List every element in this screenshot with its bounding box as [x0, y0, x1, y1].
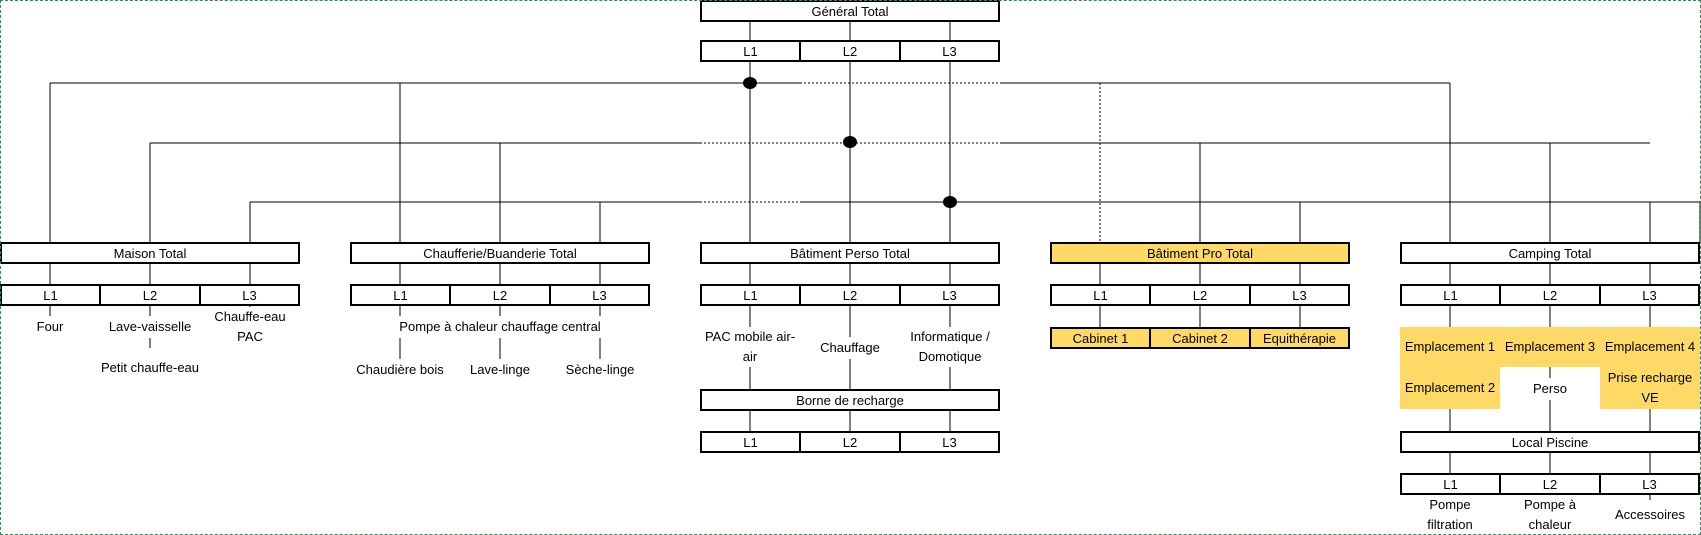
phase-label: L3 — [1642, 476, 1657, 492]
load-emplacement-3: Emplacement 3 — [1500, 327, 1600, 367]
junction-l1 — [743, 77, 757, 89]
general-phase-l2[interactable]: L2 — [800, 40, 900, 62]
load-cabinet-2[interactable]: Cabinet 2 — [1150, 327, 1250, 349]
group-title: Maison Total — [113, 245, 187, 261]
load-pompe-filtration: Pompe filtration — [1405, 495, 1495, 535]
batiment-perso-total-box[interactable]: Bâtiment Perso Total — [700, 242, 1000, 264]
maison-phase-l3[interactable]: L3 — [200, 284, 300, 306]
group-title: Chaufferie/Buanderie Total — [423, 245, 577, 261]
phase-label: L3 — [1642, 287, 1657, 303]
sub-title: Local Piscine — [1511, 434, 1589, 450]
general-phase-l3[interactable]: L3 — [900, 40, 1000, 62]
camping-phase-l3[interactable]: L3 — [1600, 284, 1700, 306]
load-label: Cabinet 1 — [1072, 330, 1129, 346]
perso-phase-l1[interactable]: L1 — [700, 284, 800, 306]
general-total-box[interactable]: Général Total — [700, 0, 1000, 22]
phase-label: L1 — [1443, 476, 1458, 492]
load-prise-recharge-ve: Prise recharge VE — [1600, 367, 1700, 409]
camping-phase-l2[interactable]: L2 — [1500, 284, 1600, 306]
general-total-label: Général Total — [811, 3, 889, 19]
load-seche-linge: Sèche-linge — [555, 359, 645, 381]
phase-label: L2 — [842, 434, 858, 450]
phase-label: L1 — [743, 43, 758, 59]
phase-label: L2 — [1542, 287, 1558, 303]
piscine-phase-l2[interactable]: L2 — [1500, 473, 1600, 495]
sub-title: Borne de recharge — [796, 392, 904, 408]
load-emplacement-2: Emplacement 2 — [1400, 367, 1500, 409]
chaufferie-total-box[interactable]: Chaufferie/Buanderie Total — [350, 242, 650, 264]
phase-label: L2 — [842, 287, 858, 303]
phase-label: L2 — [492, 287, 508, 303]
borne-phase-l1[interactable]: L1 — [700, 431, 800, 453]
pro-phase-l3[interactable]: L3 — [1250, 284, 1350, 306]
local-piscine-box[interactable]: Local Piscine — [1400, 431, 1700, 453]
phase-label: L2 — [1542, 476, 1558, 492]
load-emplacement-4: Emplacement 4 — [1600, 327, 1700, 367]
load-pac-mobile: PAC mobile air-air — [702, 327, 798, 367]
piscine-phase-l3[interactable]: L3 — [1600, 473, 1700, 495]
group-title: Camping Total — [1508, 245, 1592, 261]
phase-label: L2 — [142, 287, 158, 303]
maison-total-box[interactable]: Maison Total — [0, 242, 300, 264]
camping-phase-l1[interactable]: L1 — [1400, 284, 1500, 306]
junction-l3 — [943, 196, 957, 208]
chaufferie-phase-l3[interactable]: L3 — [550, 284, 650, 306]
load-pompe-chaleur-central: Pompe à chaleur chauffage central — [380, 316, 620, 338]
borne-recharge-box[interactable]: Borne de recharge — [700, 389, 1000, 411]
batiment-pro-total-box[interactable]: Bâtiment Pro Total — [1050, 242, 1350, 264]
pro-phase-l2[interactable]: L2 — [1150, 284, 1250, 306]
chaufferie-phase-l1[interactable]: L1 — [350, 284, 450, 306]
chaufferie-phase-l2[interactable]: L2 — [450, 284, 550, 306]
group-title: Bâtiment Perso Total — [790, 245, 910, 261]
phase-label: L3 — [592, 287, 607, 303]
load-pompe-a-chaleur: Pompe à chaleur — [1505, 495, 1595, 535]
phase-label: L1 — [743, 434, 758, 450]
phase-label: L1 — [1443, 287, 1458, 303]
load-chauffe-eau-pac: Chauffe-eau PAC — [205, 307, 295, 347]
phase-label: L1 — [43, 287, 58, 303]
borne-phase-l2[interactable]: L2 — [800, 431, 900, 453]
phase-label: L3 — [942, 434, 957, 450]
load-chaudiere-bois: Chaudière bois — [350, 359, 450, 381]
piscine-phase-l1[interactable]: L1 — [1400, 473, 1500, 495]
phase-label: L3 — [1292, 287, 1307, 303]
load-cabinet-1[interactable]: Cabinet 1 — [1050, 327, 1150, 349]
pro-phase-l1[interactable]: L1 — [1050, 284, 1150, 306]
load-emplacement-1: Emplacement 1 — [1400, 327, 1500, 367]
maison-phase-l1[interactable]: L1 — [0, 284, 100, 306]
load-accessoires: Accessoires — [1605, 504, 1695, 526]
maison-phase-l2[interactable]: L2 — [100, 284, 200, 306]
junction-l2 — [843, 136, 857, 148]
borne-phase-l3[interactable]: L3 — [900, 431, 1000, 453]
phase-label: L3 — [942, 43, 957, 59]
load-petit-chauffe-eau: Petit chauffe-eau — [100, 348, 200, 388]
load-lave-vaisselle: Lave-vaisselle — [100, 316, 200, 338]
general-phase-l1[interactable]: L1 — [700, 40, 800, 62]
perso-phase-l3[interactable]: L3 — [900, 284, 1000, 306]
phase-label: L1 — [743, 287, 758, 303]
load-perso: Perso — [1510, 378, 1590, 400]
perso-phase-l2[interactable]: L2 — [800, 284, 900, 306]
group-title: Bâtiment Pro Total — [1147, 245, 1253, 261]
phase-label: L3 — [942, 287, 957, 303]
phase-label: L1 — [393, 287, 408, 303]
load-label: Cabinet 2 — [1172, 330, 1228, 346]
phase-label: L3 — [242, 287, 257, 303]
load-equitherapie[interactable]: Equithérapie — [1250, 327, 1350, 349]
load-chauffage: Chauffage — [810, 337, 890, 359]
load-label: Equithérapie — [1263, 330, 1336, 346]
load-four: Four — [10, 316, 90, 338]
load-informatique: Informatique / Domotique — [902, 327, 998, 367]
phase-label: L1 — [1093, 287, 1108, 303]
camping-total-box[interactable]: Camping Total — [1400, 242, 1700, 264]
phase-label: L2 — [842, 43, 858, 59]
phase-label: L2 — [1192, 287, 1208, 303]
load-lave-linge: Lave-linge — [460, 359, 540, 381]
